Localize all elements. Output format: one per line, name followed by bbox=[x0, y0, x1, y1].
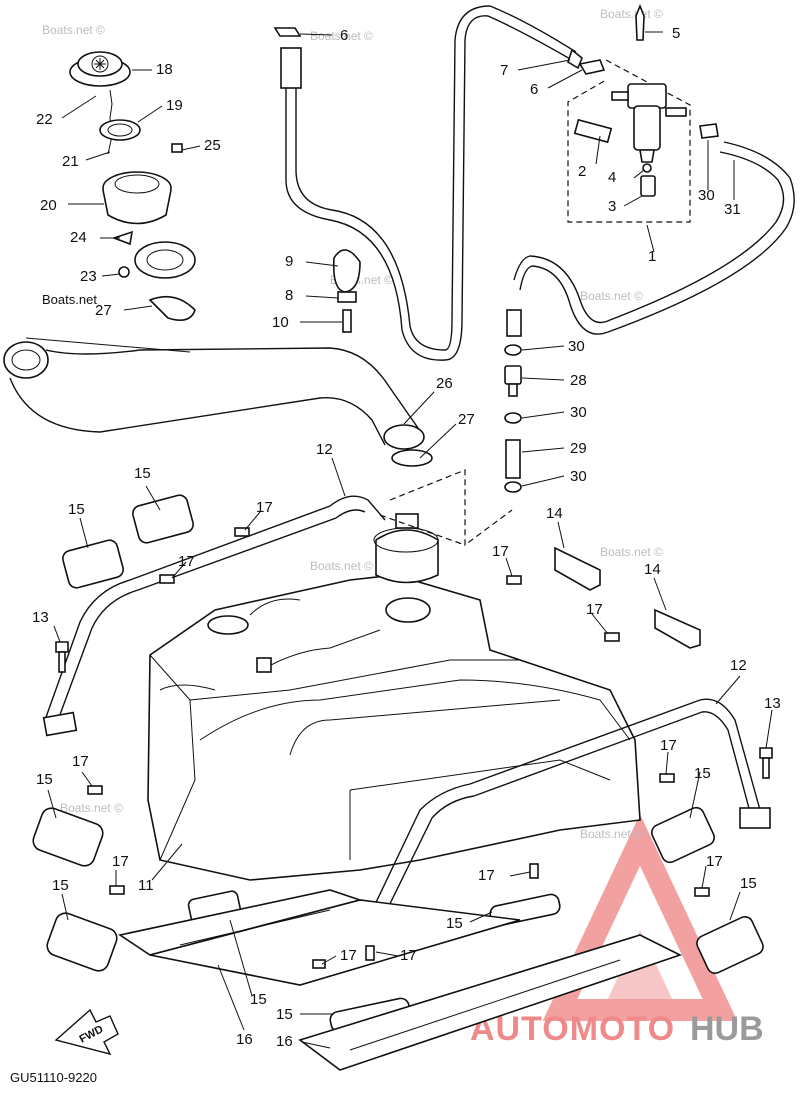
callout-30b: 30 bbox=[570, 404, 587, 421]
bolts bbox=[55, 527, 773, 969]
callout-1: 1 bbox=[648, 248, 656, 265]
callout-16b: 16 bbox=[276, 1033, 293, 1050]
watermark: Boats.net © bbox=[310, 29, 373, 43]
callout-27a: 27 bbox=[95, 302, 112, 319]
callout-17e: 17 bbox=[72, 753, 89, 770]
diagram-code: GU51110-9220 bbox=[10, 1070, 97, 1085]
brand-part2: HUB bbox=[690, 1010, 764, 1048]
callout-20: 20 bbox=[40, 197, 57, 214]
callout-31: 31 bbox=[724, 201, 741, 218]
watermark: Boats.net © bbox=[580, 827, 643, 841]
callout-29: 29 bbox=[570, 440, 587, 457]
callout-5: 5 bbox=[672, 25, 680, 42]
fittings bbox=[504, 344, 522, 493]
watermark: Boats.net © bbox=[60, 801, 123, 815]
watermark: Boats.net © bbox=[580, 289, 643, 303]
watermark: Boats.net © bbox=[600, 7, 663, 21]
callout-22: 22 bbox=[36, 111, 53, 128]
callout-2: 2 bbox=[578, 163, 586, 180]
callout-14b: 14 bbox=[644, 561, 661, 578]
watermark: Boats.net © bbox=[310, 559, 373, 573]
callout-15g: 15 bbox=[446, 915, 463, 932]
watermark-corner: Boats.net bbox=[42, 292, 97, 307]
tank-straps bbox=[42, 495, 771, 922]
callout-15h: 15 bbox=[250, 991, 267, 1008]
callout-6a: 6 bbox=[340, 27, 348, 44]
callout-18: 18 bbox=[156, 61, 173, 78]
callout-30d: 30 bbox=[698, 187, 715, 204]
brand-part1: AUTOMOTO bbox=[470, 1010, 675, 1048]
callout-15e: 15 bbox=[694, 765, 711, 782]
callout-21: 21 bbox=[62, 153, 79, 170]
callout-13a: 13 bbox=[32, 609, 49, 626]
callout-12a: 12 bbox=[316, 441, 333, 458]
leader-lines bbox=[25, 31, 773, 1049]
callout-9: 9 bbox=[285, 253, 293, 270]
callout-24: 24 bbox=[70, 229, 87, 246]
watermark: Boats.net © bbox=[42, 23, 105, 37]
callout-26: 26 bbox=[436, 375, 453, 392]
callout-11: 11 bbox=[138, 877, 154, 894]
clamps bbox=[273, 27, 719, 333]
callout-17h: 17 bbox=[478, 867, 495, 884]
callout-30c: 30 bbox=[570, 468, 587, 485]
callout-6b: 6 bbox=[530, 81, 538, 98]
brackets bbox=[554, 546, 701, 649]
callout-28: 28 bbox=[570, 372, 587, 389]
callout-17j: 17 bbox=[340, 947, 357, 964]
callout-4: 4 bbox=[608, 169, 616, 186]
callout-17k: 17 bbox=[400, 947, 417, 964]
callout-17c: 17 bbox=[492, 543, 509, 560]
callout-19: 19 bbox=[166, 97, 183, 114]
callout-3: 3 bbox=[608, 198, 616, 215]
callout-17g: 17 bbox=[112, 853, 129, 870]
fuel-filter-assembly bbox=[567, 3, 691, 253]
callout-14a: 14 bbox=[546, 505, 563, 522]
callout-17b: 17 bbox=[178, 553, 195, 570]
callout-25: 25 bbox=[204, 137, 221, 154]
fwd-arrow-icon: FWD bbox=[54, 1008, 119, 1056]
fuel-tank bbox=[147, 469, 641, 881]
callout-12b: 12 bbox=[730, 657, 747, 674]
callout-15d: 15 bbox=[52, 877, 69, 894]
callout-10: 10 bbox=[272, 314, 289, 331]
callout-15b: 15 bbox=[68, 501, 85, 518]
callout-15c: 15 bbox=[36, 771, 53, 788]
callout-8: 8 bbox=[285, 287, 293, 304]
callout-27b: 27 bbox=[458, 411, 475, 428]
filler-hose bbox=[3, 341, 433, 467]
filler-cap-assembly bbox=[69, 51, 196, 321]
callout-16a: 16 bbox=[236, 1031, 253, 1048]
callout-17i: 17 bbox=[706, 853, 723, 870]
watermark: Boats.net © bbox=[600, 545, 663, 559]
callouts: 1 2 3 4 5 6 6 7 8 9 10 11 12 12 13 13 14… bbox=[32, 25, 781, 1050]
callout-23: 23 bbox=[80, 268, 97, 285]
callout-17f: 17 bbox=[660, 737, 677, 754]
callout-30a: 30 bbox=[568, 338, 585, 355]
callout-17a: 17 bbox=[256, 499, 273, 516]
callout-15f: 15 bbox=[740, 875, 757, 892]
callout-15a: 15 bbox=[134, 465, 151, 482]
fuel-hoses bbox=[280, 5, 795, 361]
callout-17d: 17 bbox=[586, 601, 603, 618]
callout-13b: 13 bbox=[764, 695, 781, 712]
callout-7: 7 bbox=[500, 62, 508, 79]
callout-15i: 15 bbox=[276, 1006, 293, 1023]
